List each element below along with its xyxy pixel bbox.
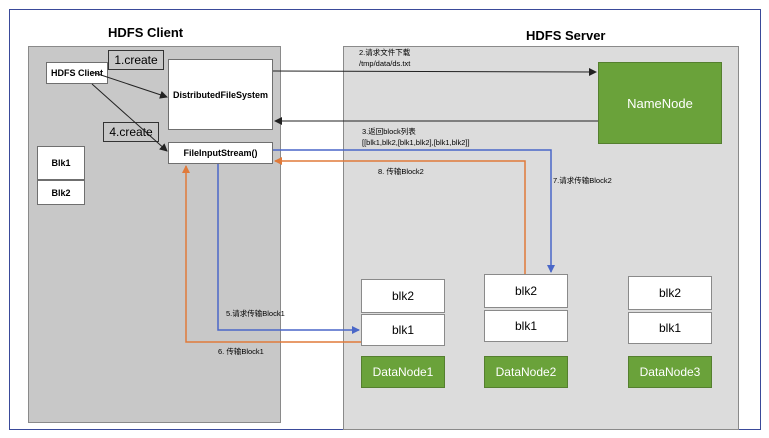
step2-path-label: /tmp/data/ds.txt xyxy=(359,59,411,68)
step3-list-label: [[blk1,blk2,[blk1,blk2],[blk1,blk2]] xyxy=(362,138,470,147)
step8-label: 8. 传输Block2 xyxy=(378,167,424,176)
arrow-request-block1 xyxy=(217,164,360,334)
datanode1-blk1: blk1 xyxy=(361,314,445,346)
step-1-create-tag: 1.create xyxy=(108,50,164,70)
arrow-request-block2 xyxy=(273,149,555,273)
local-block-1: Blk1 xyxy=(37,146,85,180)
namenode-box: NameNode xyxy=(598,62,722,144)
datanode1-label: DataNode1 xyxy=(361,356,445,388)
distributed-filesystem-box: DistributedFileSystem xyxy=(168,59,273,130)
file-input-stream-box: FileInputStream() xyxy=(168,142,273,164)
arrow-transfer-block2 xyxy=(274,157,526,274)
arrow-create-dfs xyxy=(91,71,168,99)
step3-label: 3.返回block列表 xyxy=(362,127,416,136)
step7-label: 7.请求传输Block2 xyxy=(553,176,612,185)
datanode2-label: DataNode2 xyxy=(484,356,568,388)
datanode3-label: DataNode3 xyxy=(628,356,712,388)
step6-label: 6. 传输Block1 xyxy=(218,347,264,356)
step2-label: 2.请求文件下载 xyxy=(359,48,411,57)
datanode2-blk2: blk2 xyxy=(484,274,568,308)
hdfs-client-box: HDFS Client xyxy=(46,62,108,84)
local-block-2: Blk2 xyxy=(37,180,85,205)
arrow-transfer-block1 xyxy=(182,165,361,343)
datanode3-blk2: blk2 xyxy=(628,276,712,310)
datanode1-blk2: blk2 xyxy=(361,279,445,313)
step-4-create-tag: 4.create xyxy=(103,122,159,142)
datanode3-blk1: blk1 xyxy=(628,312,712,344)
arrow-create-fis xyxy=(91,83,168,152)
datanode2-blk1: blk1 xyxy=(484,310,568,342)
client-title: HDFS Client xyxy=(108,25,184,40)
arrow-request-download xyxy=(272,67,597,76)
server-title: HDFS Server xyxy=(526,28,606,43)
step5-label: 5.请求传输Block1 xyxy=(226,309,285,318)
